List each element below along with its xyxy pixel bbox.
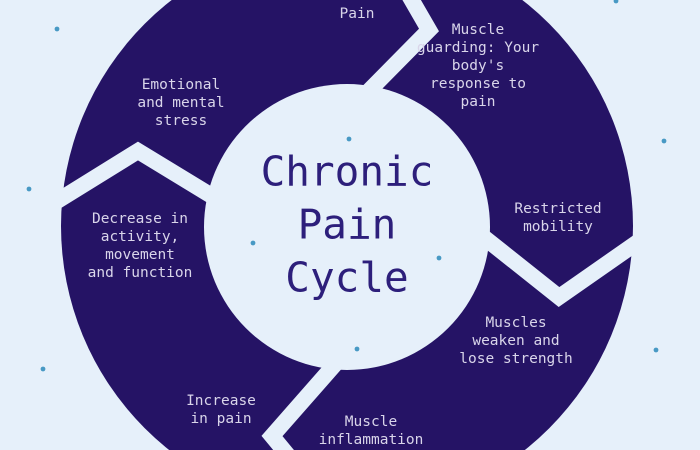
flow-arrow-top-icon (346, 0, 439, 114)
decorative-dot (26, 186, 32, 192)
cycle-ring-hole (204, 84, 490, 370)
flow-arrow-right-icon (476, 228, 650, 307)
decorative-dot (54, 26, 60, 32)
decorative-dot (436, 255, 442, 261)
decorative-dot (346, 136, 352, 142)
stage-label-muscles-weaken: Muscles weaken and lose strength (459, 315, 573, 367)
decorative-dot (250, 240, 256, 246)
stage-label-muscle-guarding: Muscle guarding: Your body's response to… (416, 22, 540, 110)
flow-arrow-left-icon (41, 141, 230, 215)
flow-arrow-bottom-icon (261, 356, 344, 450)
stage-label-restricted-mobility: Restricted mobility (514, 201, 602, 235)
stage-label-decrease-in-activity: Decrease in activity, movement and funct… (87, 211, 193, 281)
decorative-dot (661, 138, 667, 144)
stage-label-increase-in-pain: Increase in pain (186, 393, 256, 427)
decorative-dot (354, 346, 360, 352)
decorative-dot (40, 366, 46, 372)
diagram-title: Chronic Pain Cycle (260, 147, 434, 302)
stage-label-pain: Pain (339, 6, 375, 22)
stage-label-emotional-stress: Emotional and mental stress (137, 77, 225, 129)
decorative-dots (26, 0, 667, 372)
decorative-dot (613, 0, 619, 4)
stage-label-muscle-inflammation: Muscle inflammation (318, 414, 424, 448)
decorative-dot (653, 347, 659, 353)
